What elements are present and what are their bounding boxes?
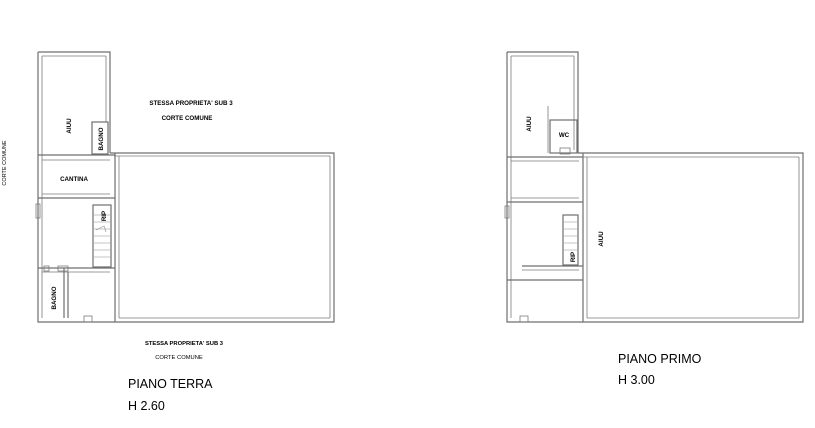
first-wing-outline: [506, 51, 583, 323]
first-floor-plan: AIUU WC RIP AIUU: [504, 51, 804, 323]
ground-rip-label: RIP: [101, 211, 108, 221]
ground-floor-plan: AIUU BAGNO CANTINA RIP BAGNO: [35, 51, 335, 323]
first-floor-height: H 3.00: [618, 373, 655, 387]
top-stessa-proprieta-label: STESSA PROPRIETA' SUB 3: [149, 100, 233, 107]
ground-main-room-outline: [110, 152, 335, 323]
first-wc-label: WC: [559, 132, 570, 139]
ground-floor-title: PIANO TERRA: [128, 377, 213, 391]
top-corte-comune-label: CORTE COMUNE: [162, 115, 213, 122]
side-corte-comune-label: CORTE COMUNE: [2, 140, 8, 185]
ground-floor-height: H 2.60: [128, 399, 165, 413]
first-main-room-outline: [578, 152, 804, 323]
ground-cantina-label: CANTINA: [60, 176, 88, 183]
first-aiu-top-label: AIUU: [526, 116, 533, 132]
ground-bagno-top-label: BAGNO: [98, 127, 105, 150]
ground-aiu-top-label: AIUU: [66, 118, 73, 134]
ground-wing-outline: [37, 51, 115, 323]
bottom-corte-comune-label: CORTE COMUNE: [155, 355, 203, 361]
first-floor-title: PIANO PRIMO: [618, 352, 702, 366]
first-rip-label: RIP: [570, 252, 577, 262]
ground-bagno-bottom-label: BAGNO: [51, 286, 58, 309]
first-aiu-main-label: AIUU: [598, 231, 605, 247]
bottom-stessa-proprieta-label: STESSA PROPRIETA' SUB 3: [145, 341, 224, 347]
